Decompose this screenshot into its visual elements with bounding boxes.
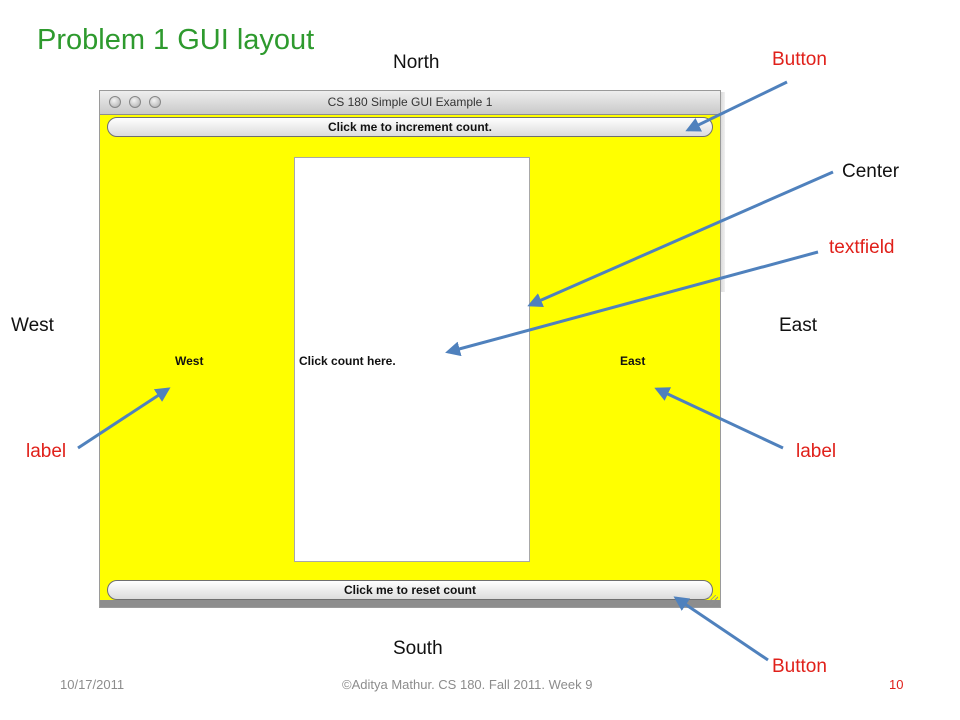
window-titlebar[interactable]: CS 180 Simple GUI Example 1 — [100, 91, 720, 115]
region-east-label: East — [779, 315, 818, 336]
callout-bottom-button: Button — [772, 656, 827, 677]
arrow-left-label — [77, 387, 171, 450]
window-title: CS 180 Simple GUI Example 1 — [327, 95, 493, 109]
resize-grip-icon[interactable] — [708, 595, 718, 605]
slide-title: Problem 1 GUI layout — [37, 24, 315, 56]
region-west-label: West — [11, 315, 54, 336]
reset-count-button[interactable]: Click me to reset count — [107, 580, 713, 600]
background-window-strip — [100, 600, 720, 607]
region-north-label: North — [393, 52, 440, 73]
footer-date: 10/17/2011 — [60, 677, 125, 692]
callout-right-label: label — [796, 441, 837, 462]
arrow-center — [527, 170, 834, 308]
footer-credit: ©Aditya Mathur. CS 180. Fall 2011. Week … — [342, 677, 593, 692]
callout-top-button: Button — [772, 49, 827, 70]
background-window-edge — [719, 92, 725, 292]
west-label: West — [175, 354, 204, 368]
zoom-window-icon[interactable] — [149, 96, 161, 108]
arrow-right-label — [654, 387, 784, 450]
footer-page-number: 10 — [889, 677, 904, 692]
click-count-textfield[interactable]: Click count here. — [294, 157, 530, 562]
callout-textfield: textfield — [829, 237, 895, 258]
callout-center: Center — [842, 161, 900, 182]
arrow-bottom-button — [673, 596, 769, 662]
callout-left-label: label — [26, 441, 67, 462]
arrow-textfield — [445, 250, 819, 357]
gui-window: CS 180 Simple GUI Example 1 Click me to … — [99, 90, 721, 608]
east-label: East — [620, 354, 646, 368]
arrow-top-button — [685, 80, 788, 132]
increment-count-button[interactable]: Click me to increment count. — [107, 117, 713, 137]
minimize-window-icon[interactable] — [129, 96, 141, 108]
click-count-text: Click count here. — [299, 354, 396, 368]
region-south-label: South — [393, 638, 443, 659]
close-window-icon[interactable] — [109, 96, 121, 108]
